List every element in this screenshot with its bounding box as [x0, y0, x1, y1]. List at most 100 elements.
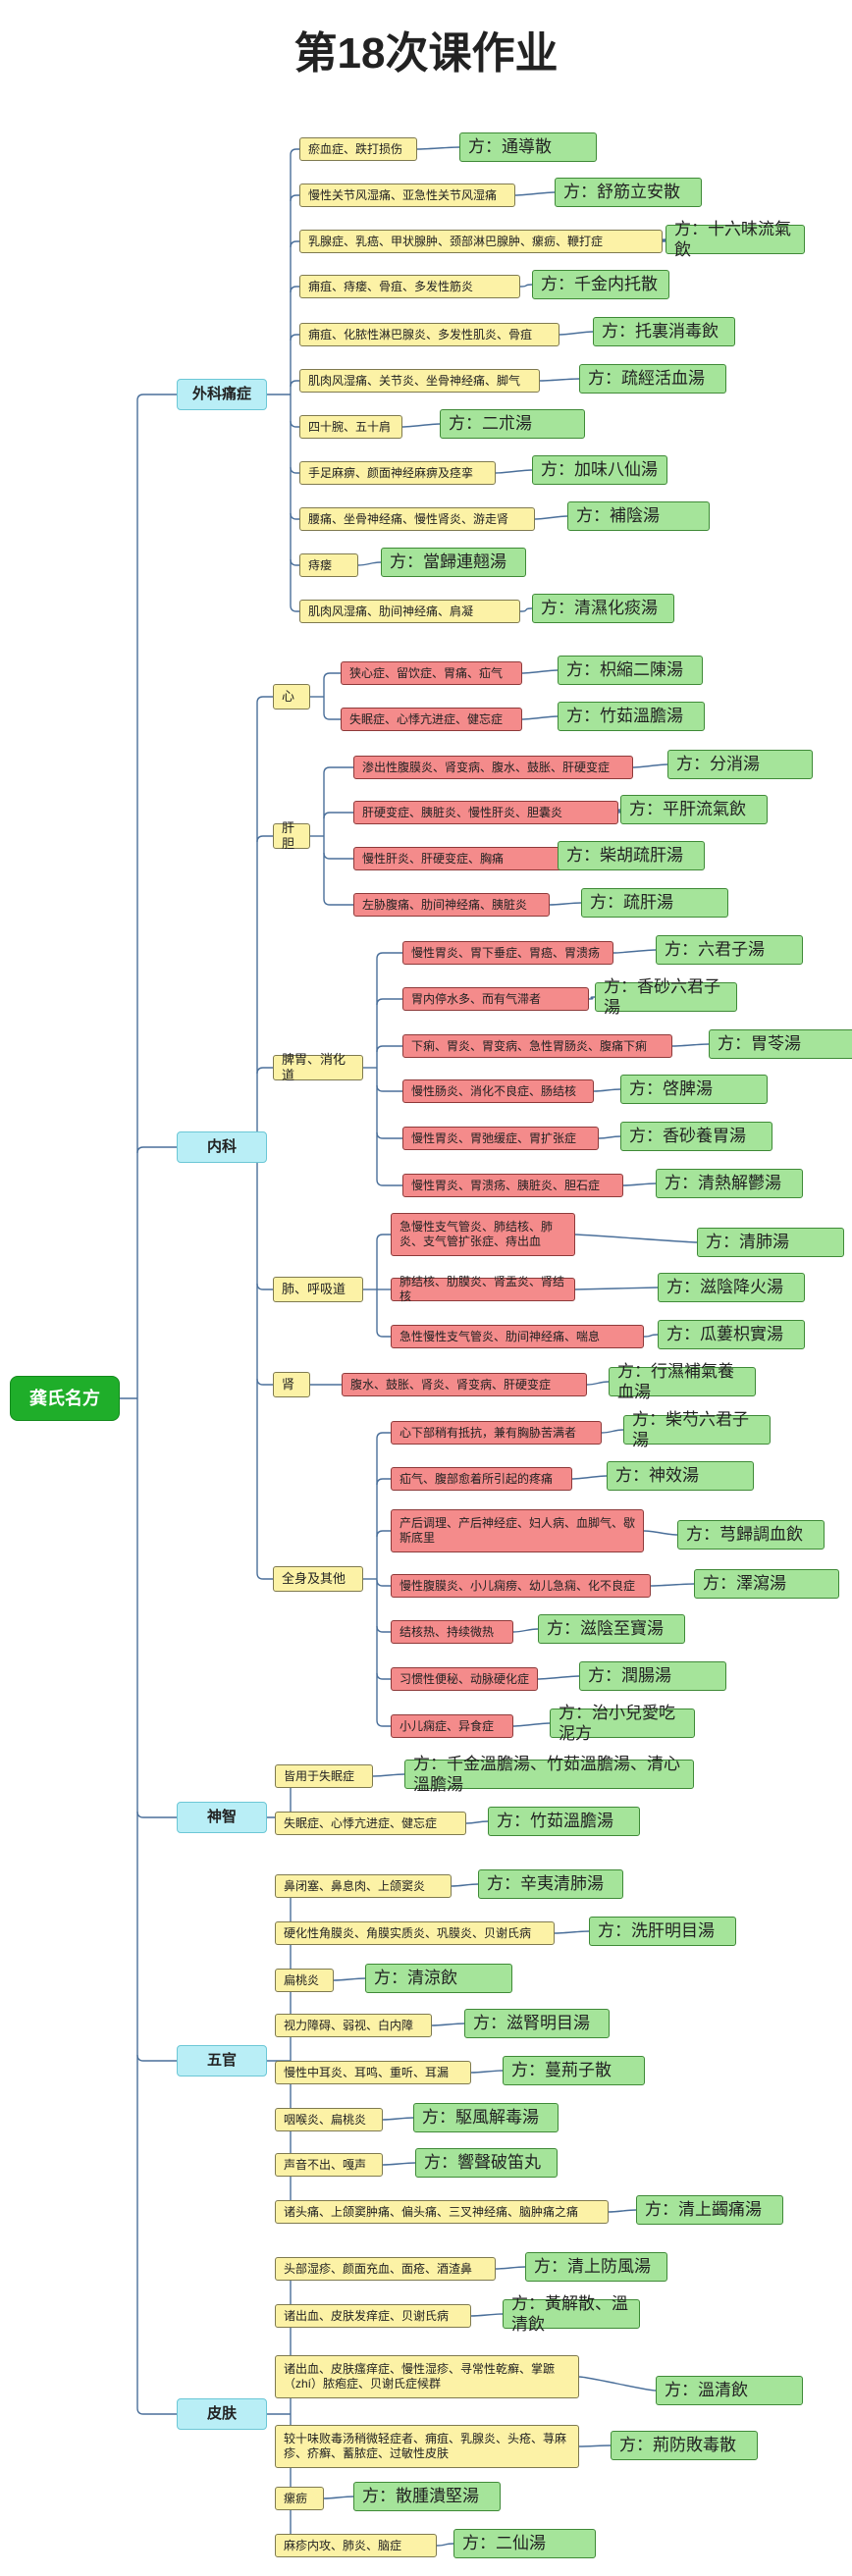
connector-line: [323, 2496, 354, 2499]
connector-line: [612, 949, 657, 954]
connector-line: [376, 1179, 402, 1186]
connector-line: [376, 1131, 402, 1139]
connector-line: [470, 2313, 504, 2317]
connector-line: [256, 1378, 273, 1386]
connector-line: [372, 1773, 405, 1777]
connector-line: [512, 1628, 539, 1633]
item-condition: 麻疹内攻、肺炎、脑症: [275, 2534, 437, 2557]
item-condition: 失眠症、心悸亢进症、健忘症: [341, 708, 522, 731]
connector-line: [608, 2209, 637, 2213]
category-node: 外科痛症: [177, 379, 267, 410]
item-formula: 方：清上防風湯: [525, 2252, 667, 2282]
connector-line: [598, 1135, 621, 1139]
connector-line: [382, 2117, 414, 2121]
connector-line: [376, 1478, 391, 1486]
connector-line: [376, 1672, 391, 1680]
item-condition: 左胁腹痛、肋间神经痛、胰脏炎: [353, 893, 550, 917]
category-node: 内科: [177, 1131, 267, 1163]
category-node: 皮肤: [177, 2398, 267, 2430]
item-condition: 渗出性腹膜炎、肾变病、腹水、鼓胀、肝硬变症: [353, 756, 633, 779]
item-condition: 头部湿疹、颜面充血、面疮、酒渣鼻: [275, 2257, 496, 2281]
connector-line: [574, 1234, 698, 1243]
item-formula: 方：芎歸調血飲: [677, 1520, 825, 1550]
item-condition: 皆用于失眠症: [275, 1764, 373, 1788]
item-formula: 方：蔓荊子散: [503, 2056, 645, 2085]
item-formula: 方：清濕化痰湯: [532, 594, 674, 623]
item-formula: 方：二仙湯: [453, 2529, 596, 2558]
connector-line: [593, 1088, 621, 1092]
connector-line: [290, 148, 299, 156]
item-formula: 方：千金溫膽湯、竹茹溫膽湯、清心溫膽湯: [404, 1755, 694, 1794]
connector-line: [574, 1287, 659, 1290]
item-formula: 方：平肝流氣飲: [620, 795, 768, 824]
connector-line: [290, 334, 299, 342]
item-formula: 方：香砂六君子湯: [595, 977, 737, 1017]
connector-line: [323, 712, 341, 720]
item-condition: 扁桃炎: [275, 1969, 334, 1992]
connector-line: [323, 672, 341, 680]
category-node: 神智: [177, 1802, 267, 1833]
connector-line: [514, 191, 556, 196]
connector-line: [662, 238, 666, 242]
item-formula: 方：清涼飲: [365, 1964, 512, 1993]
connector-line: [256, 696, 273, 704]
item-condition: 肌肉风湿痛、肋间神经痛、肩凝: [299, 600, 520, 623]
group-node: 心: [273, 684, 310, 710]
connector-line: [290, 512, 299, 520]
item-formula: 方：柴胡疏肝湯: [558, 841, 705, 870]
connector-line: [495, 469, 533, 474]
group-node: 肝胆: [273, 820, 310, 851]
item-formula: 方：通導散: [459, 132, 597, 162]
item-condition: 咽喉炎、扁桃炎: [275, 2108, 383, 2131]
item-formula: 方：行濕補氣養血湯: [609, 1362, 756, 1401]
connector-line: [376, 1234, 391, 1241]
item-condition: 产后调理、产后神经症、妇人病、血脚气、歇斯底里: [391, 1509, 644, 1552]
item-condition: 鼻闭塞、鼻息肉、上颌窦炎: [275, 1874, 452, 1898]
connector-line: [622, 1183, 657, 1186]
item-condition: 慢性胃炎、胃溃疡、胰脏炎、胆石症: [402, 1174, 623, 1197]
root-node: 龚氏名方: [10, 1376, 120, 1421]
item-condition: 肝硬变症、胰脏炎、慢性肝炎、胆囊炎: [353, 801, 618, 824]
connector-line: [290, 240, 299, 248]
connector-line: [495, 2266, 526, 2270]
connector-line: [333, 1977, 366, 1981]
connector-line: [519, 284, 533, 288]
connector-line: [290, 380, 299, 388]
item-condition: 小儿痫症、异食症: [391, 1714, 513, 1738]
item-formula: 方：滋腎明目湯: [464, 2009, 610, 2038]
connector-line: [537, 1675, 580, 1680]
connector-line: [588, 996, 596, 1000]
connector-line: [290, 605, 299, 612]
item-condition: 声音不出、嘎声: [275, 2153, 383, 2177]
connector-line: [376, 1084, 402, 1092]
connector-line: [136, 2054, 177, 2062]
item-formula: 方：響聲破笛丸: [415, 2148, 558, 2178]
connector-line: [256, 835, 273, 843]
connector-line: [382, 2162, 416, 2166]
connector-line: [549, 902, 582, 906]
connector-line: [290, 194, 299, 202]
item-formula: 方：神效湯: [607, 1461, 754, 1491]
connector-line: [290, 420, 299, 428]
connector-line: [323, 852, 353, 860]
connector-line: [376, 1432, 391, 1440]
item-formula: 方：治小兒愛吃泥方: [550, 1704, 695, 1743]
item-formula: 方：竹茹溫膽湯: [488, 1807, 640, 1836]
item-formula: 方：托裏消毒飲: [593, 317, 735, 346]
item-condition: 视力障碍、弱视、白内障: [275, 2014, 432, 2037]
item-condition: 诸出血、皮肤瘙痒症、慢性湿疹、寻常性乾癣、掌蹠（zhí）脓疱症、贝谢氏症候群: [275, 2355, 579, 2398]
item-formula: 方：清肺湯: [697, 1228, 844, 1257]
page-title: 第18次课作业: [293, 29, 559, 78]
item-condition: 手足麻痹、颜面神经麻痹及痉挛: [299, 461, 496, 485]
item-condition: 诸头痛、上颌窦肿痛、偏头痛、三叉神经痛、脑肿痛之痛: [275, 2200, 609, 2224]
item-formula: 方：六君子湯: [656, 935, 803, 965]
item-condition: 胃内停水多、而有气滞者: [402, 987, 589, 1011]
item-formula: 方：清上蠲痛湯: [636, 2195, 783, 2225]
item-formula: 方：溫清飲: [656, 2376, 803, 2405]
item-condition: 瘰疬: [275, 2487, 324, 2510]
item-condition: 狭心症、留饮症、胃痛、疝气: [341, 661, 522, 685]
item-formula: 方：滋陰降火湯: [658, 1273, 805, 1302]
connector-line: [643, 1334, 659, 1338]
connector-line: [539, 378, 580, 382]
item-formula: 方：瓜蔞枳實湯: [658, 1320, 805, 1349]
